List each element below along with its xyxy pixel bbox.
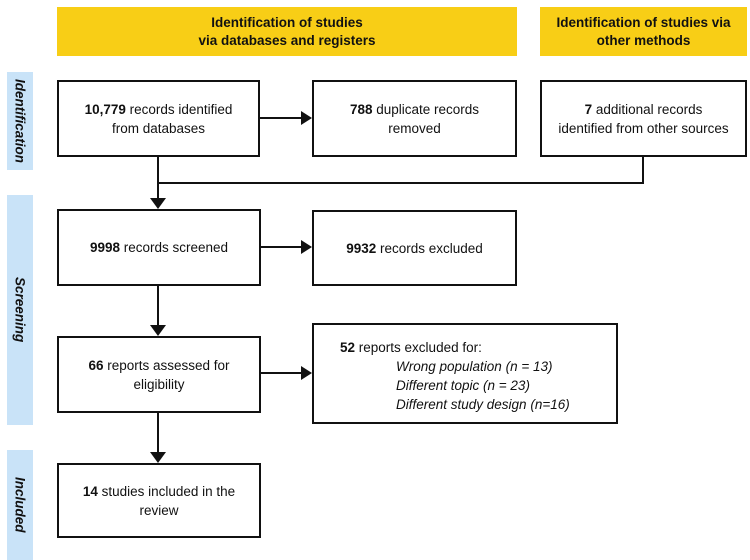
stage-identification-text: Identification <box>12 79 28 163</box>
included-count: 14 <box>82 483 98 499</box>
records-identified-line2: from databases <box>111 120 206 136</box>
connector-assessed-down <box>157 413 159 453</box>
duplicates-label: duplicate records <box>372 101 480 117</box>
stage-included-text: Included <box>12 477 28 533</box>
arrowhead-screened <box>150 198 166 209</box>
records-identified-count: 10,779 <box>84 101 126 117</box>
box-reports-assessed-text: 66 reports assessed for eligibility <box>88 356 229 394</box>
box-other-sources-text: 7 additional records identified from oth… <box>558 100 728 138</box>
exclusion-reason: Different topic (n = 23) <box>396 378 530 393</box>
assessed-label: reports assessed for <box>103 357 230 373</box>
box-duplicates-removed: 788 duplicate records removed <box>312 80 517 157</box>
stage-label-screening: Screening <box>7 195 33 425</box>
box-duplicates-removed-text: 788 duplicate records removed <box>350 100 479 138</box>
excluded-label: records excluded <box>376 240 483 256</box>
other-sources-line2: identified from other sources <box>558 120 729 136</box>
reports-excluded-label: reports excluded for: <box>355 340 482 355</box>
screened-label: records screened <box>119 240 229 255</box>
connector-other-sources-down <box>642 157 644 184</box>
box-reports-excluded: 52 reports excluded for: Wrong populatio… <box>312 323 618 424</box>
arrowhead-reports-excluded <box>301 366 312 380</box>
connector-merge-horizontal <box>157 182 644 184</box>
arrowhead-assessed <box>150 325 166 336</box>
stage-screening-text: Screening <box>12 277 28 343</box>
connector-identified-down <box>157 157 159 199</box>
box-reports-assessed: 66 reports assessed for eligibility <box>57 336 261 413</box>
records-identified-label: records identified <box>125 101 233 117</box>
box-records-excluded: 9932 records excluded <box>312 210 517 286</box>
duplicates-count: 788 <box>349 101 373 117</box>
connector-screened-down <box>157 286 159 326</box>
included-line2: review <box>139 502 179 518</box>
arrowhead-excluded <box>301 240 312 254</box>
reports-excluded-count: 52 <box>340 340 356 355</box>
duplicates-line2: removed <box>388 120 441 136</box>
header-other-methods: Identification of studies via other meth… <box>540 7 747 56</box>
box-other-sources: 7 additional records identified from oth… <box>540 80 747 157</box>
header-other-line2: other methods <box>596 32 691 48</box>
box-records-screened-text: 9998 records screened <box>90 238 228 257</box>
box-records-excluded-text: 9932 records excluded <box>346 239 483 258</box>
reports-excluded-title: 52 reports excluded for: <box>340 338 482 357</box>
header-databases-registers: Identification of studies via databases … <box>57 7 517 56</box>
exclusion-reason: Different study design (n=16) <box>396 397 570 412</box>
connector-identified-to-duplicates <box>260 117 302 119</box>
box-records-identified: 10,779 records identified from databases <box>57 80 260 157</box>
arrowhead-duplicates <box>301 111 312 125</box>
header-other-line1: Identification of studies via <box>556 14 731 30</box>
box-studies-included: 14 studies included in the review <box>57 463 261 538</box>
arrowhead-included <box>150 452 166 463</box>
other-sources-label: additional records <box>592 101 703 117</box>
excluded-count: 9932 <box>346 240 377 256</box>
header-databases-line1: Identification of studies <box>211 14 363 30</box>
other-sources-count: 7 <box>584 101 593 117</box>
exclusion-reason: Wrong population (n = 13) <box>396 359 553 374</box>
assessed-count: 66 <box>88 357 104 373</box>
connector-assessed-to-reports-excluded <box>261 372 302 374</box>
assessed-line2: eligibility <box>133 376 185 392</box>
stage-label-included: Included <box>7 450 33 560</box>
box-studies-included-text: 14 studies included in the review <box>83 482 235 520</box>
stage-label-identification: Identification <box>7 72 33 170</box>
box-records-identified-text: 10,779 records identified from databases <box>85 100 233 138</box>
connector-screened-to-excluded <box>261 246 302 248</box>
screened-count: 9998 <box>89 240 120 255</box>
box-records-screened: 9998 records screened <box>57 209 261 286</box>
reports-excluded-reasons: Wrong population (n = 13) Different topi… <box>396 357 570 414</box>
header-databases-line2: via databases and registers <box>198 32 376 48</box>
included-label: studies included in the <box>97 483 236 499</box>
